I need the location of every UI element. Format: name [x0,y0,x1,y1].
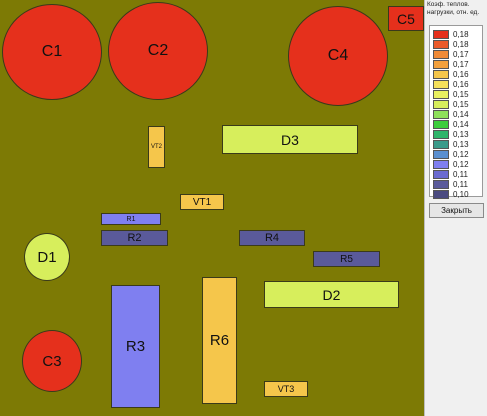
legend-swatch [433,39,449,49]
legend-value: 0,13 [453,139,469,149]
component-d3[interactable]: D3 [222,125,358,154]
component-label: R3 [125,338,146,355]
component-label: VT2 [150,144,162,150]
component-vt1[interactable]: VT1 [180,194,224,210]
component-r1[interactable]: R1 [101,213,161,225]
legend-item: 0,12 [433,159,483,169]
legend-item: 0,17 [433,59,483,69]
legend-swatch [433,189,449,199]
legend-value: 0,17 [453,49,469,59]
component-c3[interactable]: C3 [22,330,82,392]
component-label: R4 [264,232,280,244]
legend-item: 0,14 [433,119,483,129]
legend-swatch [433,69,449,79]
component-c5[interactable]: C5 [388,6,424,31]
legend-swatch [433,169,449,179]
component-label: R2 [127,232,142,244]
legend-item: 0,15 [433,99,483,109]
legend-value: 0,12 [453,149,469,159]
legend-value: 0,12 [453,159,469,169]
component-d2[interactable]: D2 [264,281,399,308]
component-r3[interactable]: R3 [111,285,160,408]
legend-swatch [433,109,449,119]
legend-value: 0,17 [453,59,469,69]
legend-item: 0,14 [433,109,483,119]
legend-value: 0,11 [453,169,468,179]
legend-item: 0,12 [433,149,483,159]
component-vt3[interactable]: VT3 [264,381,308,397]
legend-item: 0,11 [433,179,483,189]
legend-item: 0,18 [433,29,483,39]
component-label: D2 [322,286,341,303]
legend-value: 0,18 [453,29,469,39]
component-r5[interactable]: R5 [313,251,380,267]
component-r2[interactable]: R2 [101,230,168,246]
legend-value: 0,15 [453,89,469,99]
component-vt2[interactable]: VT2 [148,126,165,168]
legend-swatch [433,149,449,159]
legend-item: 0,16 [433,69,483,79]
legend-swatch [433,99,449,109]
component-c2[interactable]: C2 [108,2,208,100]
legend-swatch [433,129,449,139]
legend-value: 0,16 [453,79,469,89]
legend-swatch [433,79,449,89]
component-label: C4 [327,47,349,64]
legend-item: 0,15 [433,89,483,99]
legend-value: 0,10 [453,189,469,199]
component-r6[interactable]: R6 [202,277,237,404]
component-c4[interactable]: C4 [288,6,388,106]
legend-value: 0,14 [453,109,469,119]
legend-item: 0,11 [433,169,483,179]
legend-value: 0,14 [453,119,469,129]
legend-swatch [433,89,449,99]
legend-item: 0,13 [433,129,483,139]
legend-swatch [433,179,449,189]
legend-title: Коэф. теплов. нагрузки, отн. ед. [427,1,480,16]
component-label: VT3 [277,384,295,394]
component-label: C1 [41,43,63,60]
legend-item: 0,17 [433,49,483,59]
legend-value: 0,16 [453,69,469,79]
legend-swatch [433,139,449,149]
legend-value: 0,18 [453,39,469,49]
legend-item: 0,10 [433,189,483,199]
legend-item: 0,16 [433,79,483,89]
component-c1[interactable]: C1 [2,4,102,100]
component-label: D3 [281,131,299,148]
legend-value: 0,15 [453,99,469,109]
component-label: C5 [397,10,415,27]
component-label: C3 [42,352,62,370]
legend-swatch [433,59,449,69]
close-button[interactable]: Закрыть [429,203,484,218]
legend-item: 0,13 [433,139,483,149]
component-label: C2 [147,42,169,59]
legend-swatch [433,119,449,129]
legend-swatch [433,159,449,169]
component-label: R1 [126,215,136,223]
legend-value: 0,13 [453,129,469,139]
component-label: R5 [340,253,353,265]
component-label: D1 [37,248,57,266]
legend-item: 0,18 [433,39,483,49]
component-d1[interactable]: D1 [24,233,70,281]
component-r4[interactable]: R4 [239,230,305,246]
legend-swatch [433,29,449,39]
legend-value: 0,11 [453,179,468,189]
component-label: VT1 [192,196,212,208]
legend-swatch [433,49,449,59]
component-label: R6 [209,332,230,349]
